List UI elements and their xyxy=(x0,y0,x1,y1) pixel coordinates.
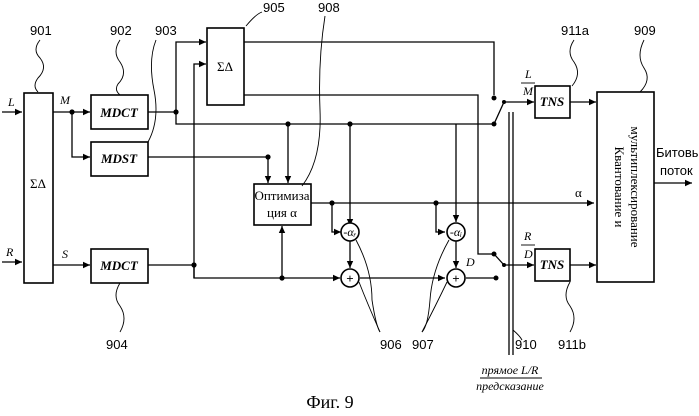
svg-text:поток: поток xyxy=(660,163,693,178)
bitstream-output-label: Битовый поток xyxy=(656,145,699,178)
svg-text:TNS: TNS xyxy=(540,94,565,109)
svg-text:+: + xyxy=(346,271,353,286)
svg-text:ΣΔ: ΣΔ xyxy=(30,176,46,191)
mdct-bottom-block: MDCT xyxy=(91,249,148,283)
svg-text:903: 903 xyxy=(155,23,177,38)
rd-denominator: D xyxy=(523,247,533,261)
svg-text:Битовый: Битовый xyxy=(656,145,699,160)
tns-top-block: TNS xyxy=(535,86,570,118)
rd-numerator: R xyxy=(523,229,532,243)
svg-text:ΣΔ: ΣΔ xyxy=(217,59,233,74)
switches xyxy=(492,96,507,281)
svg-text:MDST: MDST xyxy=(100,151,138,166)
svg-text:Квантование и: Квантование и xyxy=(612,146,627,227)
svg-text:908: 908 xyxy=(318,0,340,15)
svg-text:911b: 911b xyxy=(558,337,586,352)
svg-text:Оптимиза: Оптимиза xyxy=(254,188,309,203)
svg-text:-αᵣ: -αᵣ xyxy=(343,225,356,239)
quantization-multiplexing-block: Квантование и мультиплексирование xyxy=(597,92,654,282)
sigma-delta-small-block: ΣΔ xyxy=(207,28,244,105)
svg-text:906: 906 xyxy=(380,337,402,352)
svg-text:-αᵢ: -αᵢ xyxy=(450,225,462,239)
svg-text:TNS: TNS xyxy=(540,257,565,272)
svg-text:MDCT: MDCT xyxy=(99,258,139,273)
signal-s: S xyxy=(62,247,68,261)
multiplier-imag: -αᵢ xyxy=(447,223,465,241)
svg-text:мультиплексирование: мультиплексирование xyxy=(628,126,643,247)
svg-text:905: 905 xyxy=(263,0,285,15)
svg-text:901: 901 xyxy=(30,23,52,38)
mdct-top-block: MDCT xyxy=(91,95,148,129)
switch-mode-label: прямое L/R предсказание xyxy=(476,363,544,393)
svg-text:предсказание: предсказание xyxy=(476,379,544,393)
lm-denominator: M xyxy=(522,84,534,98)
adder-2: + xyxy=(447,269,465,287)
mdst-block: MDST xyxy=(91,142,148,176)
svg-text:прямое L/R: прямое L/R xyxy=(482,363,539,377)
svg-text:910: 910 xyxy=(515,337,537,352)
svg-text:907: 907 xyxy=(412,337,434,352)
adder-1: + xyxy=(341,269,359,287)
alpha-optimization-block: Оптимиза ция α xyxy=(254,184,311,225)
signal-d: D xyxy=(465,255,475,269)
svg-text:904: 904 xyxy=(106,337,128,352)
wires xyxy=(2,42,692,355)
figure-caption: Фиг. 9 xyxy=(306,392,353,412)
signal-r: R xyxy=(5,245,14,259)
multiplier-real: -αᵣ xyxy=(341,223,359,241)
tns-bottom-block: TNS xyxy=(535,249,570,281)
sigma-delta-main-block: ΣΔ xyxy=(24,93,53,283)
svg-text:ция α: ция α xyxy=(267,205,297,220)
svg-text:911a: 911a xyxy=(561,23,590,38)
svg-text:902: 902 xyxy=(110,23,132,38)
svg-text:MDCT: MDCT xyxy=(99,105,139,120)
signal-m: M xyxy=(59,93,71,107)
lm-numerator: L xyxy=(524,67,532,81)
svg-text:909: 909 xyxy=(634,23,656,38)
signal-l: L xyxy=(7,95,15,109)
signal-alpha: α xyxy=(575,185,582,200)
svg-text:+: + xyxy=(452,271,459,286)
